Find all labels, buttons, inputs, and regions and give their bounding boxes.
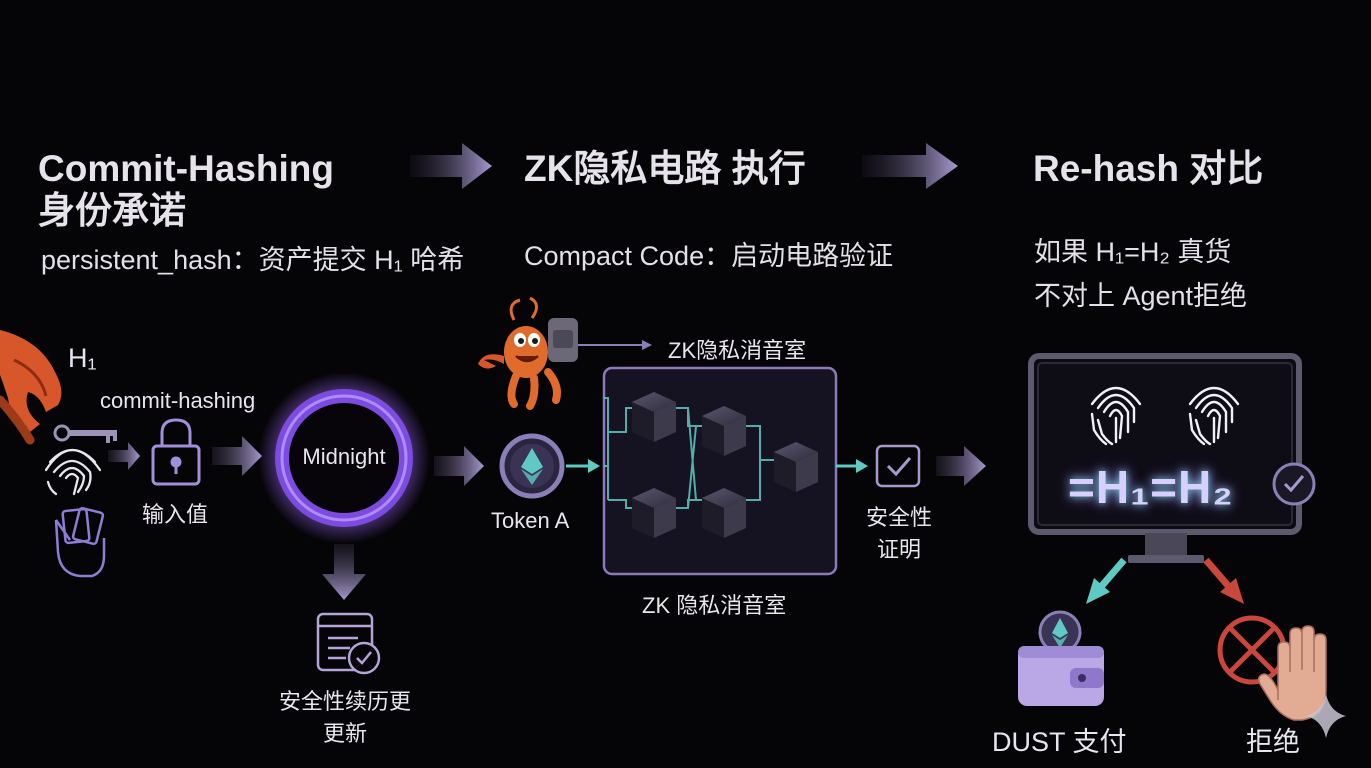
flow-arrow-4: [212, 436, 262, 476]
col3-line1: 如果 H₁=H₂ 真货: [1034, 237, 1232, 267]
shield-check-icon: [875, 444, 921, 488]
col3-line2: 不对上 Agent拒绝: [1034, 281, 1248, 311]
red-arrow: [1203, 557, 1244, 604]
stop-hand-icon: [1257, 625, 1327, 721]
mascot-connector: [578, 340, 652, 350]
lobster-claw-icon: [0, 330, 62, 445]
chamber-top-label: ZK隐私消音室: [668, 338, 807, 363]
col1-title-line2: 身份承诺: [38, 189, 186, 231]
lobster-mascot-icon: [478, 296, 578, 410]
dust-label: DUST 支付: [992, 727, 1127, 757]
flow-arrow-5: [434, 446, 484, 486]
ethereum-token-icon: [499, 433, 565, 499]
key-icon: [53, 424, 117, 443]
proof-label-line1: 安全性: [865, 505, 932, 530]
monitor-hash-text: =H₁=H₂: [1068, 461, 1234, 513]
flow-arrow-3: [108, 442, 140, 470]
wallet-icon: [1018, 610, 1104, 706]
col1-subtitle: persistent_hash：资产提交 H₁ 哈希: [41, 245, 465, 275]
history-label: 安全性续历更 更新: [270, 684, 420, 748]
fingerprint-icon: [1090, 386, 1240, 446]
flow-arrow-2: [862, 143, 958, 189]
flow-arrow-1: [410, 143, 492, 189]
teal-arrow-1: [566, 459, 600, 473]
reject-icon: [1217, 615, 1287, 685]
col3-title: Re-hash 对比: [1033, 148, 1264, 189]
flow-arrow-down: [322, 544, 366, 600]
midnight-ring-icon: [258, 372, 430, 544]
lock-icon: [151, 418, 201, 486]
cube-icon: [632, 392, 818, 538]
fingerprint-icon: [44, 448, 102, 496]
col1-title: Commit-Hashing 身份承诺: [38, 148, 334, 232]
chamber-bottom-label: ZK 隐私消音室: [642, 593, 787, 618]
flow-arrow-6: [936, 446, 986, 486]
col2-subtitle: Compact Code：启动电路验证: [524, 241, 894, 271]
history-label-line2: 更新: [322, 721, 367, 746]
token-label: Token A: [491, 508, 570, 533]
h1-label: H₁: [68, 343, 97, 373]
commit-label: commit-hashing: [100, 388, 256, 413]
hand-cards-icon: [54, 506, 106, 578]
col2-title: ZK隐私电路 执行: [524, 148, 806, 189]
history-label-line1: 安全性续历更: [278, 689, 411, 714]
col1-title-line1: Commit-Hashing: [38, 148, 334, 189]
input-label: 输入值: [142, 502, 209, 527]
proof-label-line2: 证明: [876, 537, 921, 562]
sparkle-icon: [1306, 694, 1346, 738]
check-circle-icon: [1272, 462, 1316, 506]
col3-description: 如果 H₁=H₂ 真货 不对上 Agent拒绝: [1034, 230, 1247, 318]
midnight-label: Midnight: [302, 444, 386, 469]
teal-arrow-3: [1086, 557, 1127, 604]
history-document-icon: [316, 612, 381, 675]
reject-label: 拒绝: [1246, 727, 1300, 757]
teal-arrow-2: [836, 459, 868, 473]
proof-label: 安全性 证明: [854, 500, 944, 564]
